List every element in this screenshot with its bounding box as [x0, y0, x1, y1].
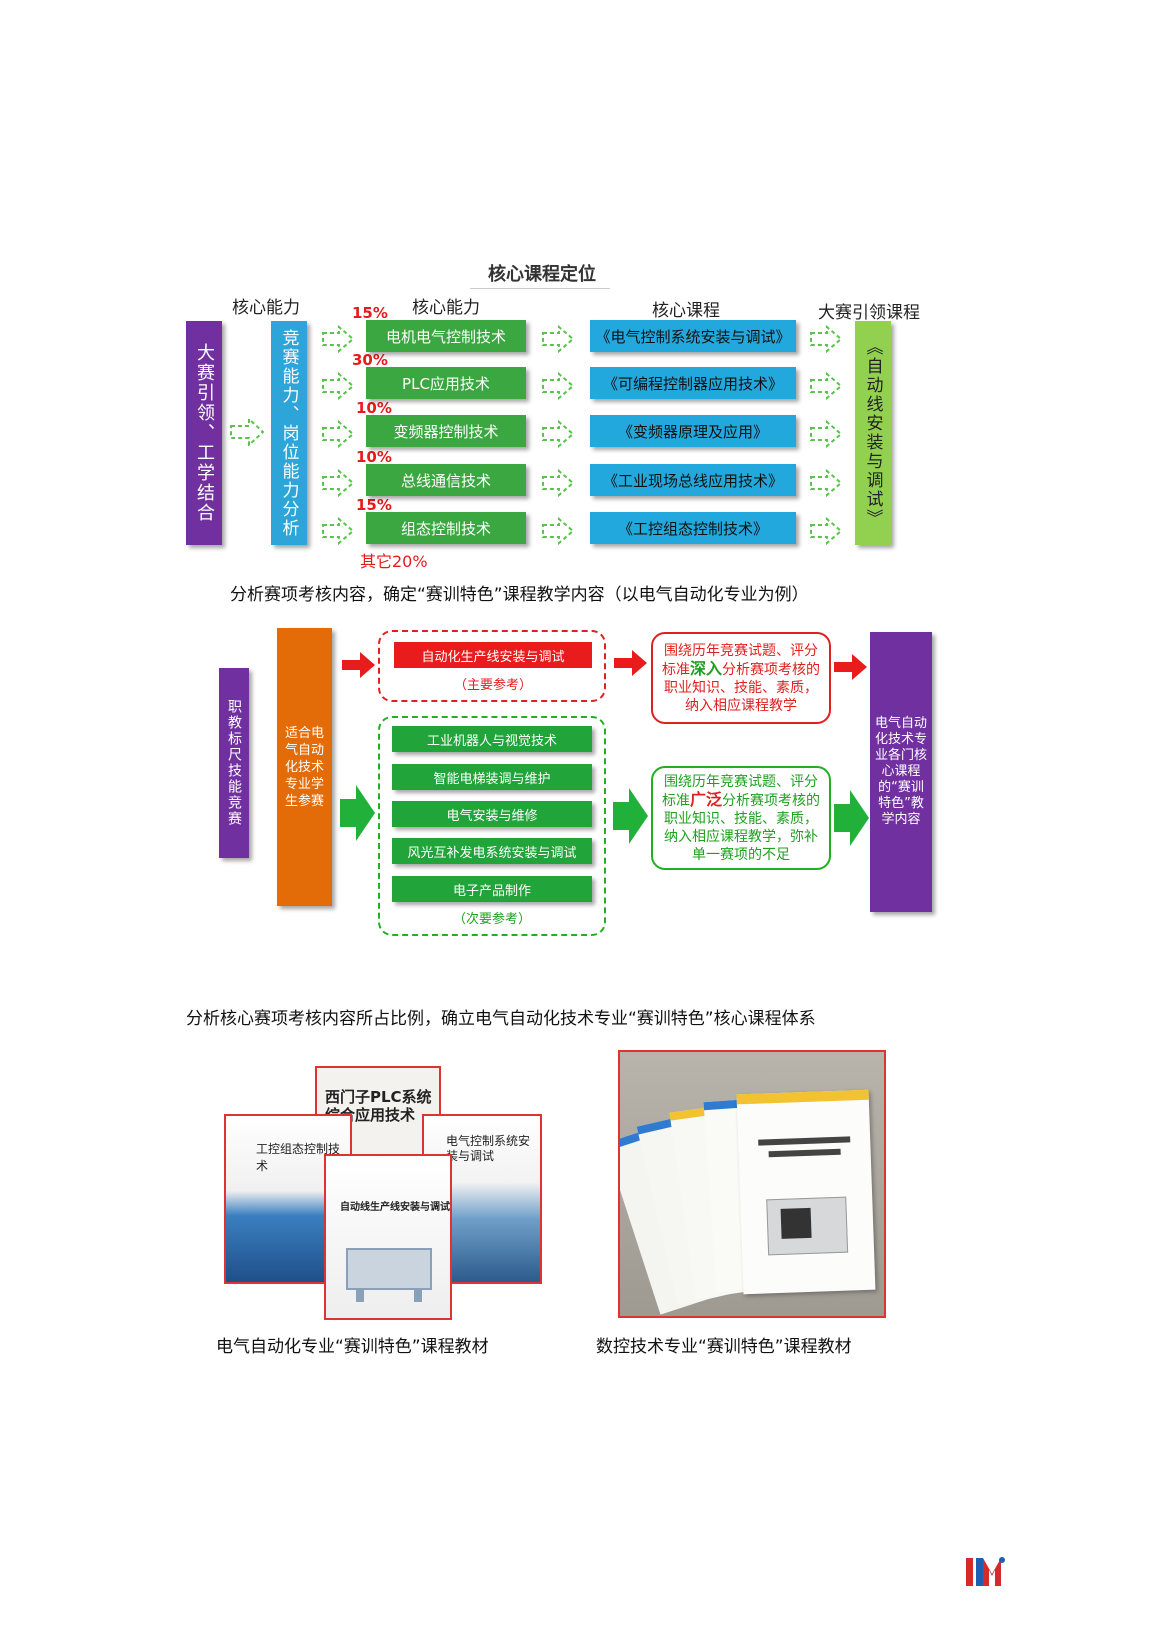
ability-box: PLC应用技术: [366, 367, 526, 399]
course-box: 《工控组态控制技术》: [590, 512, 796, 544]
analysis-box: 竞赛能力、岗位能力分析: [271, 321, 307, 545]
core-course-content-box: 电气自动化技术专业各门核心课程的“赛训特色”教学内容: [870, 632, 932, 912]
suitable-students-box: 适合电气自动化技术专业学生参赛: [277, 628, 332, 906]
course-box: 《工业现场总线应用技术》: [590, 464, 796, 496]
broad-analysis-emphasis: 广泛: [689, 789, 722, 809]
ability-box: 电机电气控制技术: [366, 320, 526, 352]
title-underline: [470, 288, 610, 289]
broad-analysis-box: 围绕历年竞赛试题、评分标准广泛分析赛项考核的职业知识、技能、素质，纳入相应课程教…: [651, 766, 831, 870]
other-percent-label: 其它20%: [360, 552, 428, 571]
header-competition-course: 大赛引领课程: [818, 303, 920, 323]
book-title: 西门子PLC系统综合应用技术: [325, 1088, 432, 1124]
header-core-ability-1: 核心能力: [232, 298, 300, 318]
caption-diagram2: 分析核心赛项考核内容所占比例，确立电气自动化技术专业“赛训特色”核心课程体系: [186, 1009, 816, 1029]
ability-box: 总线通信技术: [366, 464, 526, 496]
arrow-right-icon: [614, 650, 647, 676]
percent-label: 10%: [356, 399, 392, 417]
header-core-ability-2: 核心能力: [412, 298, 480, 318]
book-title: 工控组态控制技术: [256, 1142, 341, 1173]
skills-competition-box: 职教标尺技能竞赛: [219, 668, 249, 858]
header-core-course: 核心课程: [652, 301, 720, 321]
percent-label: 10%: [356, 448, 392, 466]
broad-analysis-pre: 围绕历年竞赛试题、评分标准: [661, 773, 818, 809]
caption-electrical-textbooks: 电气自动化专业“赛训特色”课程教材: [216, 1337, 489, 1357]
secondary-reference-group: [378, 716, 606, 936]
book-title-bar: [768, 1148, 841, 1158]
secondary-competition-item: 智能电梯装调与维护: [392, 764, 592, 790]
secondary-competition-item: 工业机器人与视觉技术: [392, 726, 592, 752]
secondary-reference-label: （次要参考）: [452, 912, 531, 927]
deep-analysis-post: 分析赛项考核的职业知识、技能、素质，纳入相应课程教学: [664, 661, 820, 714]
course-box: 《可编程控制器应用技术》: [590, 367, 796, 399]
equipment-illustration: [356, 1290, 364, 1302]
equipment-illustration: [346, 1248, 432, 1290]
ability-box: 组态控制技术: [366, 512, 526, 544]
arrow-right-icon: [322, 326, 842, 544]
percent-label: 15%: [352, 304, 388, 322]
deep-analysis-box: 围绕历年竞赛试题、评分标准深入分析赛项考核的职业知识、技能、素质，纳入相应课程教…: [651, 632, 831, 724]
main-reference-label: （主要参考）: [453, 678, 532, 693]
arrow-right-icon: [342, 652, 375, 678]
broad-analysis-post: 分析赛项考核的职业知识、技能、素质，纳入相应课程教学，弥补单一赛项的不足: [664, 792, 820, 863]
secondary-competition-item: 电子产品制作: [392, 876, 592, 902]
competition-lead-box: 大赛引领、工学结合: [186, 321, 222, 545]
secondary-competition-item: 电气安装与维修: [392, 801, 592, 827]
course-box: 《变频器原理及应用》: [590, 415, 796, 447]
electrical-textbooks-photo: 西门子PLC系统综合应用技术 工控组态控制技术 电气控制系统安装与调试 自动线生…: [222, 1064, 544, 1324]
arrow-right-icon: [834, 790, 869, 846]
secondary-competition-item: 风光互补发电系统安装与调试: [392, 838, 592, 864]
deep-analysis-emphasis: 深入: [689, 658, 722, 678]
percent-label: 15%: [356, 496, 392, 514]
main-competition-item: 自动化生产线安装与调试: [394, 642, 592, 668]
publisher-logo-icon: [966, 1557, 1005, 1586]
book-title: 电气控制系统安装与调试: [446, 1134, 531, 1163]
textbook-cover: [736, 1089, 876, 1295]
arrow-right-icon: [613, 788, 648, 844]
caption-diagram1: 分析赛项考核内容，确定“赛训特色”课程教学内容（以电气自动化专业为例）: [230, 585, 809, 605]
percent-label: 30%: [352, 351, 388, 369]
cnc-machine-illustration: [780, 1207, 812, 1239]
book-title-bar: [758, 1136, 851, 1146]
course-box: 《电气控制系统安装与调试》: [590, 320, 796, 352]
arrow-right-icon: [230, 418, 264, 446]
deep-analysis-pre: 围绕历年竞赛试题、评分标准: [661, 642, 818, 678]
main-reference-group: [378, 630, 606, 702]
textbook-cover: 自动线生产线安装与调试: [324, 1154, 452, 1320]
caption-cnc-textbooks: 数控技术专业“赛训特色”课程教材: [596, 1337, 852, 1357]
equipment-illustration: [414, 1290, 422, 1302]
diagram-title: 核心课程定位: [488, 264, 596, 285]
book-title: 自动线生产线安装与调试: [340, 1202, 450, 1213]
arrow-right-icon: [340, 785, 375, 841]
ability-box: 变频器控制技术: [366, 415, 526, 447]
cnc-textbooks-photo: [618, 1050, 886, 1318]
auto-line-course-box: 《自动线安装与调试》: [855, 321, 891, 545]
arrow-right-icon: [834, 654, 867, 680]
